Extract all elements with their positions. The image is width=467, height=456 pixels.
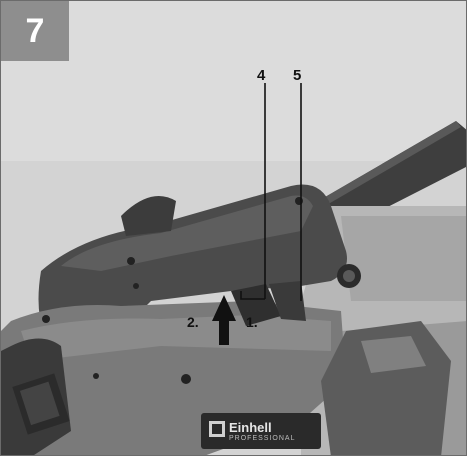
step-2-label: 2. (187, 314, 199, 330)
callout-4: 4 (257, 67, 266, 84)
up-arrow-icon (212, 295, 236, 345)
callout-5: 5 (293, 67, 302, 84)
brand-plate (201, 413, 321, 449)
figure-number-badge: 7 (1, 1, 69, 61)
step-1-label: 1. (246, 314, 258, 330)
brand-name: Einhell (229, 420, 272, 435)
brand-subtitle: PROFESSIONAL (229, 435, 296, 442)
